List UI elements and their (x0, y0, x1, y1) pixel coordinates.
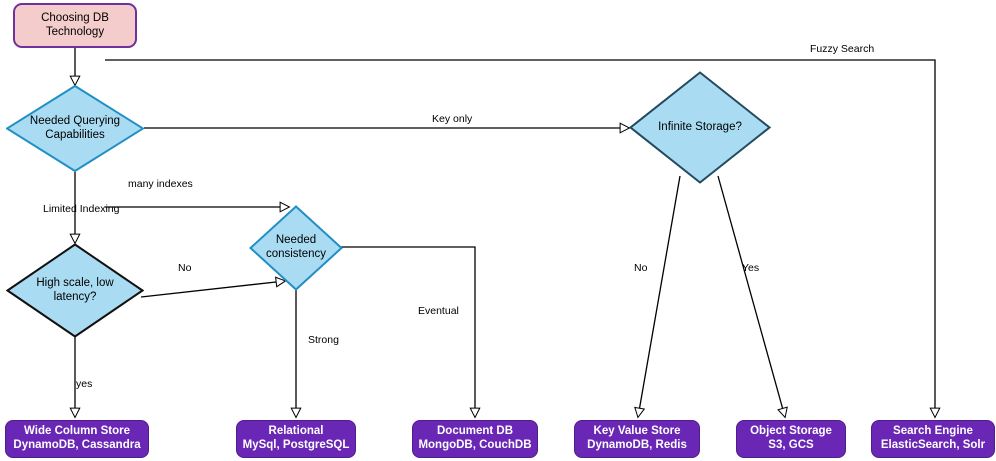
node-relational[interactable]: Relational MySql, PostgreSQL (236, 420, 356, 458)
node-document-db[interactable]: Document DB MongoDB, CouchDB (412, 420, 538, 458)
result-title: Wide Column Store (24, 425, 130, 438)
result-examples: MongoDB, CouchDB (418, 439, 532, 451)
edge-label-strong: Strong (308, 334, 339, 346)
result-examples: DynamoDB, Redis (587, 439, 687, 451)
node-high-scale-low-latency[interactable]: High scale, low latency? (6, 243, 144, 338)
result-title: Document DB (436, 425, 514, 438)
node-wide-column-store[interactable]: Wide Column Store DynamoDB, Cassandra (5, 420, 149, 458)
diamond-shape (629, 71, 771, 184)
edge-label-no-high-scale: No (178, 262, 192, 274)
node-label: Needed consistency (265, 234, 327, 260)
node-infinite-storage[interactable]: Infinite Storage? (629, 71, 771, 184)
result-title: Relational (268, 425, 324, 438)
edge-label-yes-high-scale: yes (76, 378, 93, 390)
node-needed-consistency[interactable]: Needed consistency (249, 205, 343, 291)
diamond-shape (6, 85, 144, 172)
result-title: Search Engine (893, 425, 973, 438)
node-label: Needed Querying Capabilities (29, 114, 121, 141)
edge-label-key-only: Key only (432, 113, 473, 125)
result-title: Key Value Store (593, 425, 681, 438)
edge-querying-to-search-engine (105, 59, 935, 417)
edge-label-many-indexes: many indexes (128, 178, 193, 190)
result-examples: ElasticSearch, Solr (880, 439, 986, 451)
node-key-value-store[interactable]: Key Value Store DynamoDB, Redis (574, 420, 700, 458)
diamond-shape (6, 243, 144, 338)
node-label: Choosing DB Technology (41, 11, 109, 38)
diamond-shape (249, 205, 343, 291)
node-object-storage[interactable]: Object Storage S3, GCS (736, 420, 846, 458)
edge-label-storage-yes: Yes (742, 262, 760, 274)
node-needed-querying-capabilities[interactable]: Needed Querying Capabilities (6, 85, 144, 172)
result-examples: S3, GCS (768, 439, 814, 451)
node-search-engine[interactable]: Search Engine ElasticSearch, Solr (871, 420, 995, 458)
result-examples: MySql, PostgreSQL (242, 439, 350, 451)
edge-label-limited-indexing: Limited Indexing (43, 203, 120, 215)
edge-storage-to-object (717, 175, 785, 417)
node-choosing-db-technology[interactable]: Choosing DB Technology (13, 3, 137, 48)
result-title: Object Storage (750, 425, 832, 438)
edge-consistency-to-document (341, 246, 475, 417)
edge-label-storage-no: No (634, 262, 648, 274)
node-label: High scale, low latency? (36, 276, 114, 303)
edge-storage-to-key-value (638, 175, 681, 417)
edge-label-eventual: Eventual (418, 305, 459, 317)
node-label: Infinite Storage? (658, 120, 742, 133)
edge-label-fuzzy-search: Fuzzy Search (810, 43, 875, 55)
result-examples: DynamoDB, Cassandra (13, 439, 141, 451)
